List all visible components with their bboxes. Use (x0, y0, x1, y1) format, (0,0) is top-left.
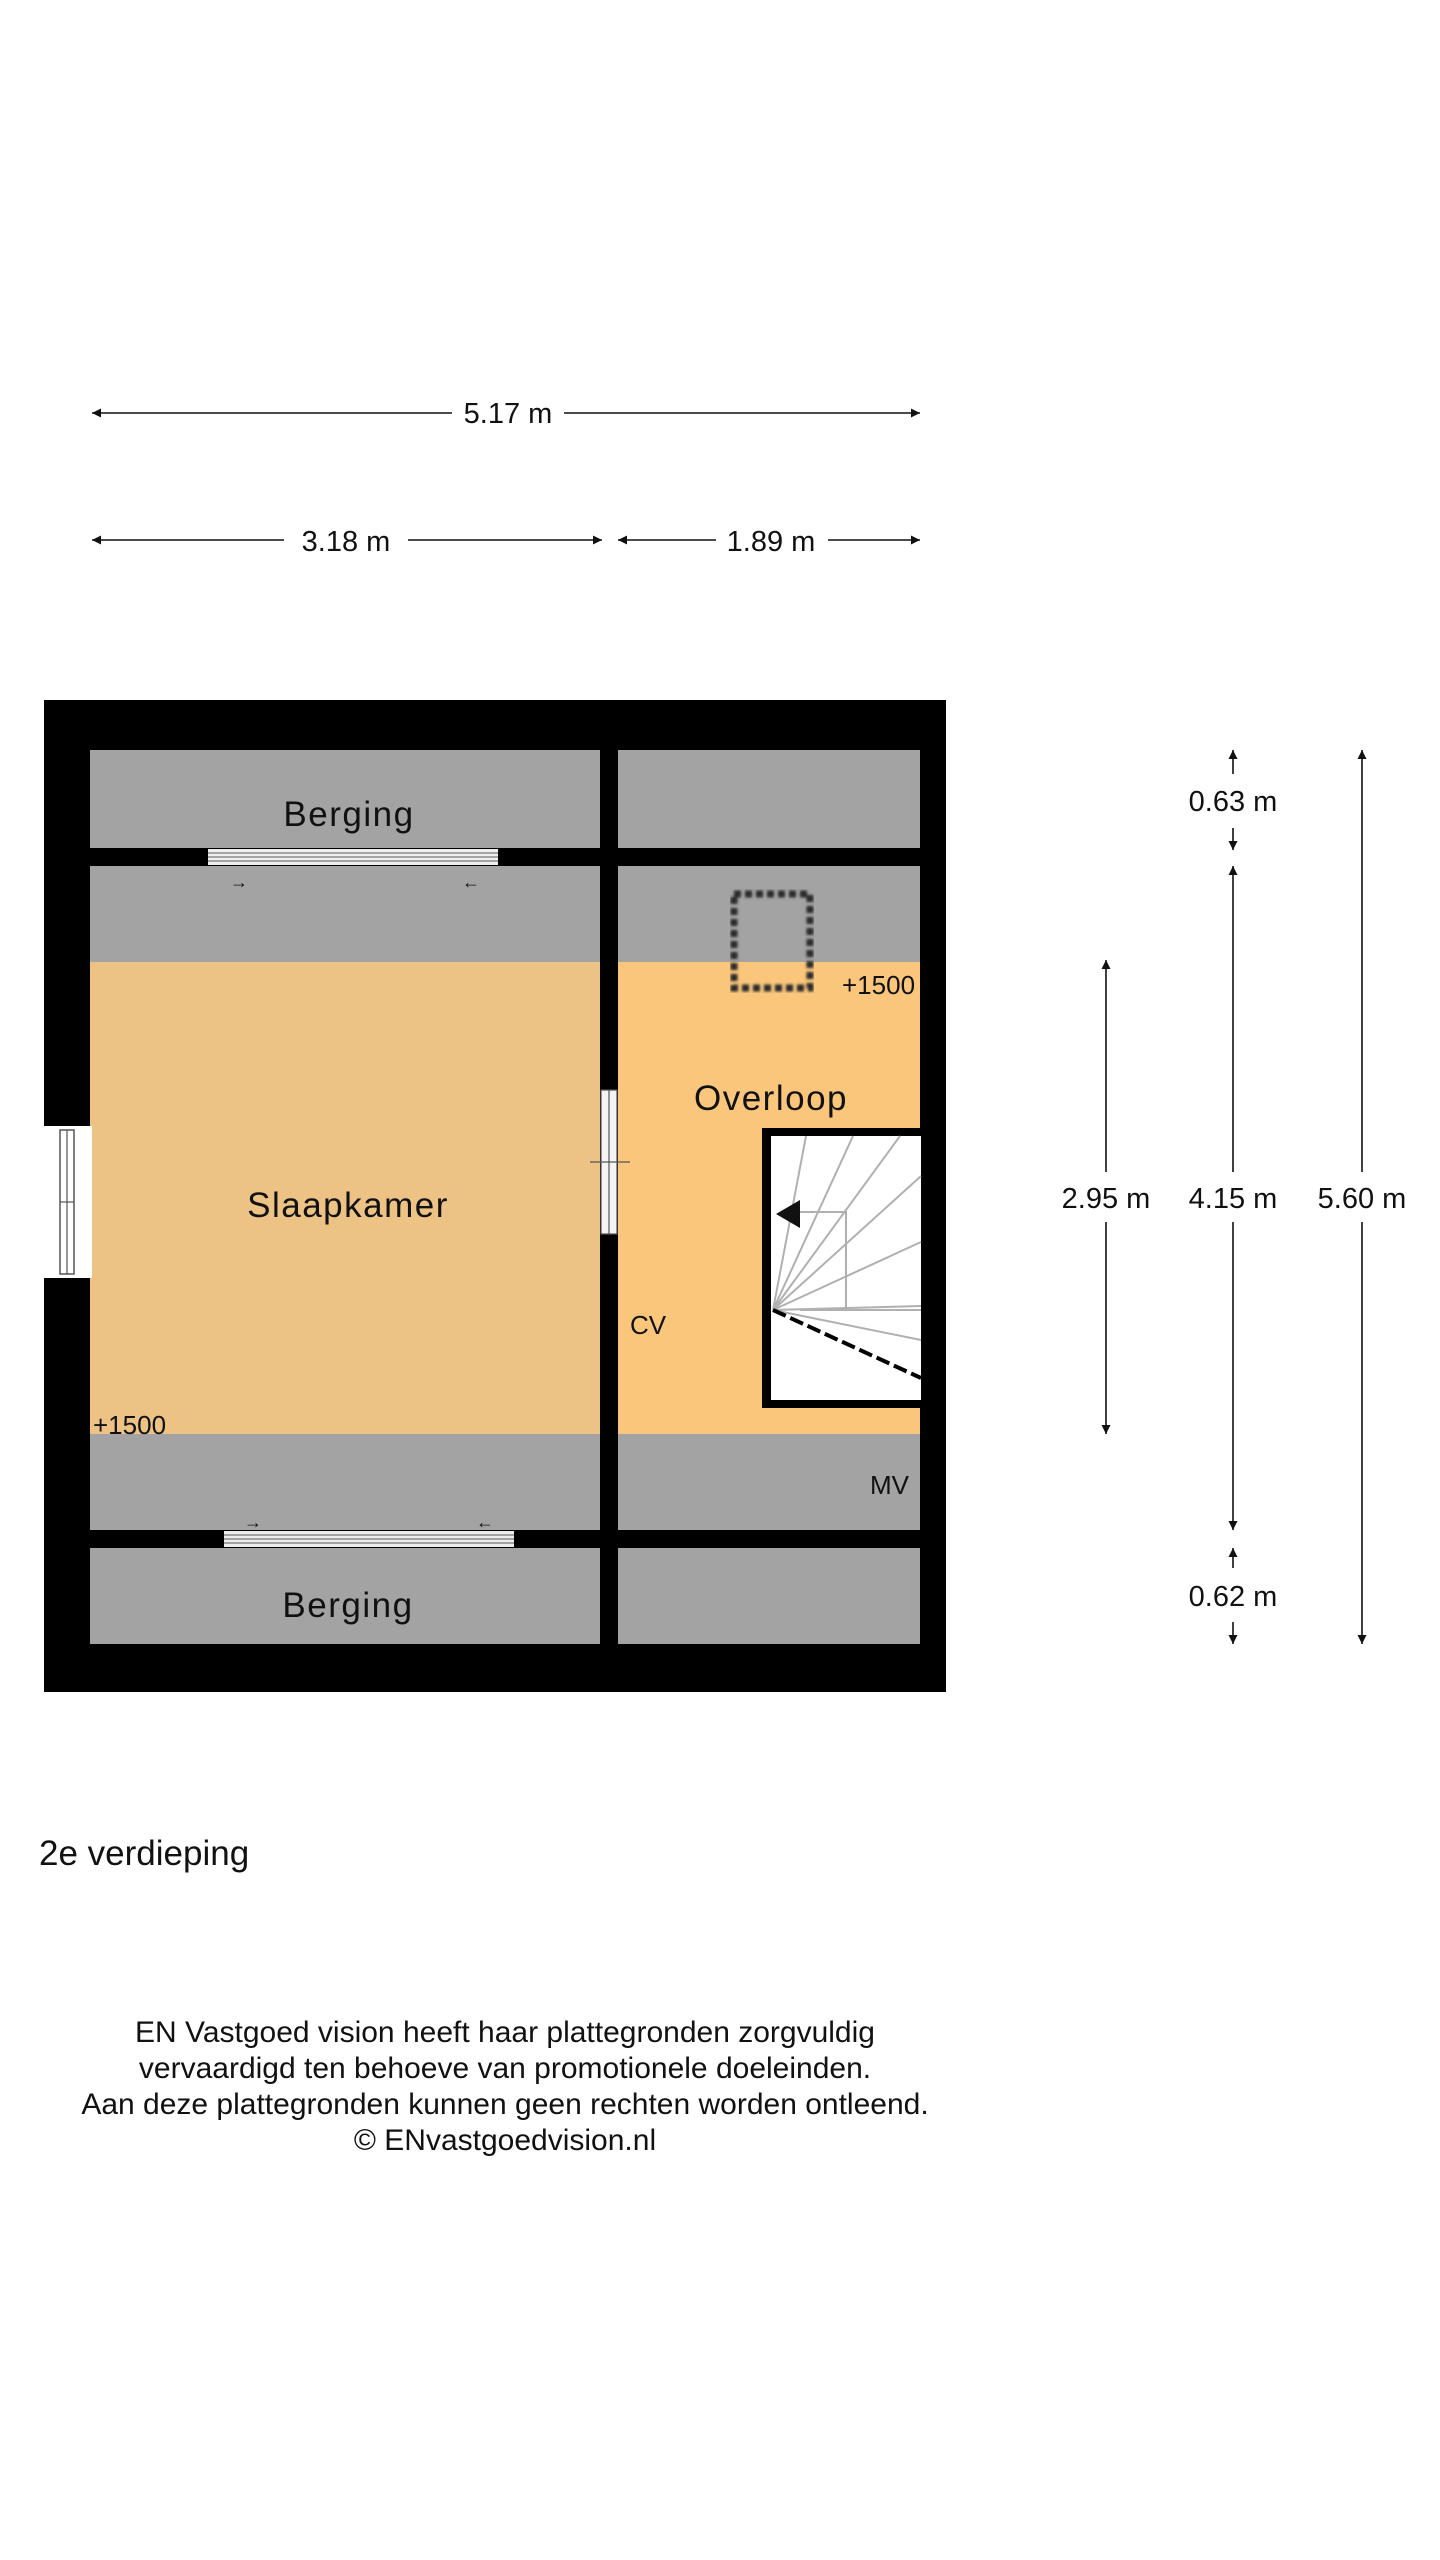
storage-top-right (618, 750, 920, 848)
room-label-storage-top: Berging (283, 795, 414, 834)
storage-bottom-left (90, 1548, 600, 1644)
arrow-left-icon: ← (476, 1512, 494, 1532)
dimension-top-depth-label: 0.63 m (1189, 786, 1278, 818)
floor-label: 2e verdieping (39, 1834, 250, 1873)
dimension-middle-depth-label: 4.15 m (1189, 1183, 1278, 1215)
storage-bottom-right (618, 1548, 920, 1644)
staircase (762, 1128, 924, 1408)
height-label-bedroom: +1500 (93, 1410, 166, 1440)
low-ceiling-right-top (618, 866, 920, 962)
dimension-left-width: 3.18 m (92, 526, 602, 558)
sliding-door-top: → ← (208, 849, 498, 892)
ventilation-label: MV (870, 1470, 910, 1500)
dimension-top-depth: 0.63 m (1189, 750, 1278, 850)
low-ceiling-left-top (90, 866, 600, 962)
dimension-bottom-depth-label: 0.62 m (1189, 1581, 1278, 1613)
low-ceiling-right-bottom (618, 1434, 920, 1530)
dimension-left-width-label: 3.18 m (302, 526, 391, 558)
building: → ← → ← (42, 700, 946, 1692)
dimension-right-width: 1.89 m (618, 526, 920, 558)
low-ceiling-left-bottom (90, 1434, 600, 1530)
disclaimer-line: Aan deze plattegronden kunnen geen recht… (81, 2088, 929, 2121)
dimension-bottom-depth: 0.62 m (1189, 1548, 1278, 1644)
room-label-storage-bottom: Berging (282, 1586, 413, 1625)
window-left (42, 1126, 92, 1278)
arrow-right-icon: → (244, 1512, 262, 1532)
interior-door (590, 1089, 630, 1235)
disclaimer: EN Vastgoed vision heeft haar plattegron… (0, 2015, 1010, 2159)
disclaimer-line: vervaardigd ten behoeve van promotionele… (138, 2052, 872, 2085)
dimension-total-width: 5.17 m (92, 398, 920, 430)
stair-direction-icon (776, 1200, 800, 1228)
dimension-total-depth: 5.60 m (1318, 750, 1407, 1644)
arrow-right-icon: → (230, 872, 248, 892)
disclaimer-copyright: © ENvastgoedvision.nl (353, 2124, 657, 2157)
sliding-door-bottom: → ← (224, 1512, 514, 1547)
room-label-landing: Overloop (694, 1079, 848, 1118)
dimension-middle-depth: 4.15 m (1189, 866, 1278, 1530)
dimension-headroom-depth: 2.95 m (1062, 960, 1151, 1434)
dimension-right-width-label: 1.89 m (727, 526, 816, 558)
hatch-icon (730, 890, 814, 992)
dimension-total-depth-label: 5.60 m (1318, 1183, 1407, 1215)
storage-top-left (90, 750, 600, 848)
dimension-total-width-label: 5.17 m (464, 398, 553, 430)
height-label-landing: +1500 (842, 970, 915, 1000)
room-label-bedroom: Slaapkamer (247, 1186, 449, 1225)
arrow-left-icon: ← (462, 872, 480, 892)
dimension-headroom-depth-label: 2.95 m (1062, 1183, 1151, 1215)
bedroom-floor (90, 962, 600, 1434)
boiler-label: CV (630, 1310, 667, 1340)
disclaimer-line: EN Vastgoed vision heeft haar plattegron… (135, 2016, 875, 2049)
